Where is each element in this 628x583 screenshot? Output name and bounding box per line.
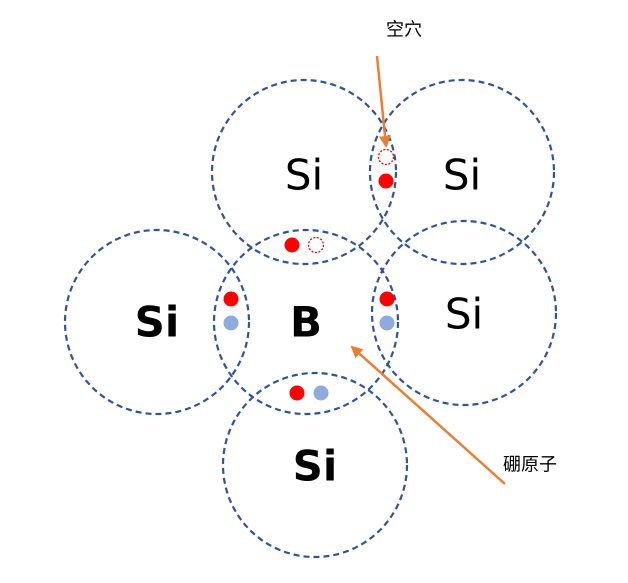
electron-red-upper-bond [284, 237, 300, 253]
si-bottom-shell [221, 371, 409, 559]
si-right-shell [370, 219, 558, 407]
electron-red-top-bond [378, 173, 394, 189]
boron-arrow [350, 345, 506, 485]
si-top-right-label: Si [443, 151, 481, 200]
hole-arrow [375, 55, 391, 148]
electron-red-left-bond [223, 291, 239, 307]
si-left-label: Si [135, 298, 180, 347]
electron-red-right-bond [379, 291, 395, 307]
electron-blue-left-bond [223, 315, 239, 331]
electron-blue-right-bond [379, 315, 395, 331]
hole-annotation: 空穴 [386, 20, 422, 41]
si-top-right-shell [368, 78, 556, 266]
hole-upper-bond [307, 236, 325, 254]
boron-shell [212, 228, 400, 416]
boron-annotation: 硼原子 [503, 455, 557, 476]
si-bottom-label: Si [293, 442, 338, 491]
si-top-left-shell [210, 78, 398, 266]
electron-red-bottom-bond [289, 385, 305, 401]
boron-label: B [290, 298, 322, 347]
si-right-label: Si [445, 290, 483, 339]
si-left-shell [63, 228, 251, 416]
si-top-left-label: Si [285, 151, 323, 200]
hole-top-bond [377, 148, 395, 166]
electron-blue-bottom-bond [313, 385, 329, 401]
